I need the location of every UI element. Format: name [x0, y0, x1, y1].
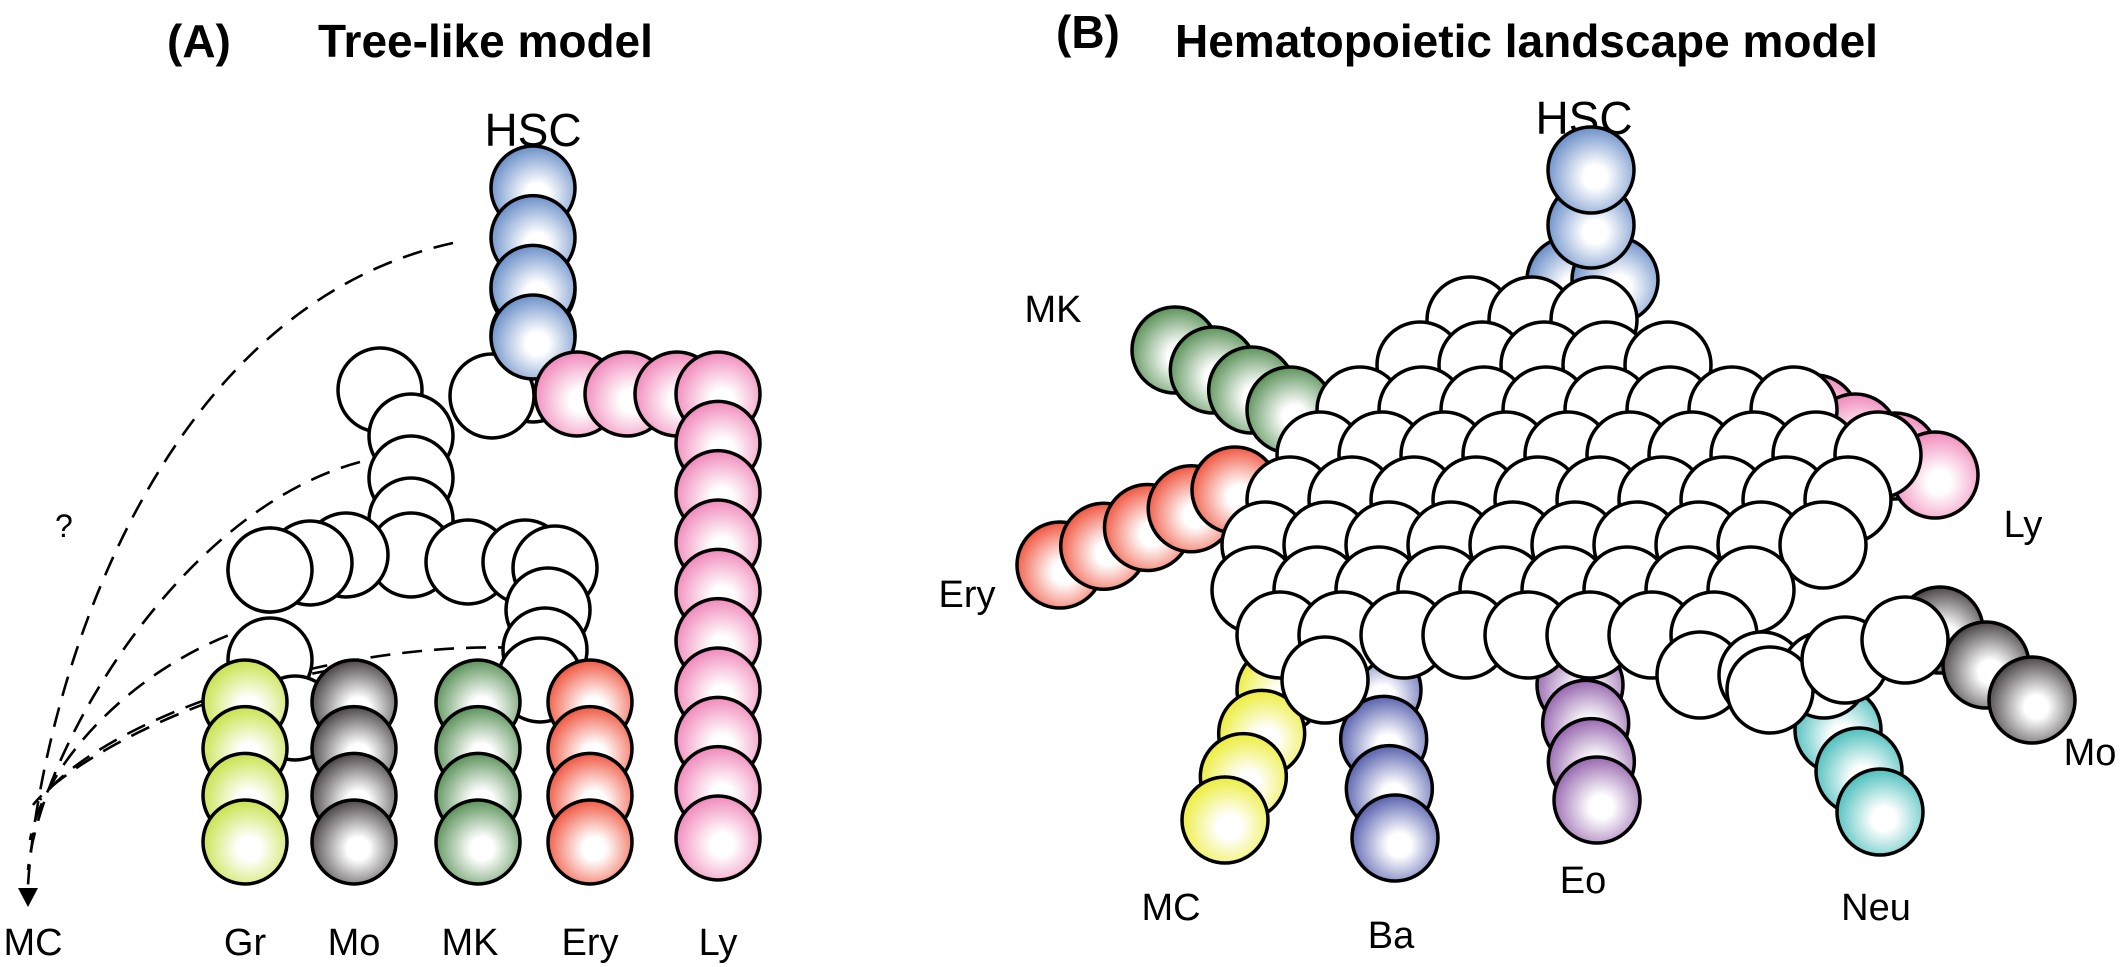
gr-cell: [201, 798, 289, 886]
panel-a-label-mo: Mo: [328, 922, 381, 964]
panel-a-label-ery: Ery: [562, 922, 619, 964]
progenitor-cell: [226, 526, 314, 614]
panel-b-label-ery: Ery: [939, 574, 996, 616]
ba-cell: [1350, 793, 1440, 883]
panel-a-question-mark: ?: [55, 508, 73, 544]
progenitor-cell: [1778, 500, 1868, 590]
panel-a-title: Tree-like model: [318, 15, 653, 67]
panel-b: (B) Hematopoietic landscape model HSC MK…: [939, 6, 2117, 957]
panel-a-label-gr: Gr: [224, 922, 267, 964]
panel-b-label-ly: Ly: [2004, 504, 2043, 546]
panel-b-title: Hematopoietic landscape model: [1175, 15, 1878, 67]
panel-b-label-neu: Neu: [1841, 887, 1911, 929]
progenitor-cell: [1280, 635, 1370, 725]
ery-cell: [546, 798, 634, 886]
mc-cell: [1180, 775, 1270, 865]
panel-b-cells: [1015, 125, 2077, 883]
arrow-head-icon: [18, 888, 38, 907]
mk-cell: [434, 798, 522, 886]
panel-a-cells: [201, 144, 762, 886]
mo-cell: [1987, 655, 2077, 745]
hsc-cell: [1546, 125, 1636, 215]
eo-cell: [1552, 755, 1642, 845]
mo-cell: [310, 798, 398, 886]
panel-b-label-eo: Eo: [1560, 860, 1606, 902]
panel-b-label-ba: Ba: [1368, 915, 1415, 957]
progenitor-cell: [1860, 595, 1950, 685]
ly-cell: [674, 794, 762, 882]
panel-b-label-mc: MC: [1141, 887, 1200, 929]
panel-a-tag: (A): [167, 15, 231, 67]
neu-cell: [1835, 767, 1925, 857]
panel-a-label-ly: Ly: [699, 922, 738, 964]
progenitor-cell: [1725, 645, 1815, 735]
panel-a-label-mc: MC: [3, 922, 62, 964]
panel-b-tag: (B): [1056, 6, 1120, 58]
panel-a: (A) Tree-like model HSC ? MC Gr Mo MK Er…: [3, 15, 762, 964]
panel-b-label-mk: MK: [1025, 289, 1082, 331]
panel-b-label-mo: Mo: [2064, 732, 2117, 774]
panel-a-label-mk: MK: [442, 922, 499, 964]
